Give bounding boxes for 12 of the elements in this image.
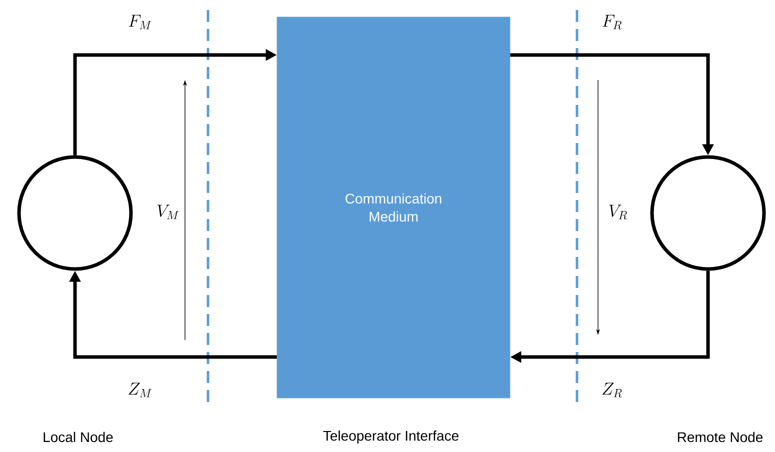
section-label: Local Node xyxy=(44,432,113,442)
circle-symbol xyxy=(17,155,133,271)
variable-label: $V_M$ xyxy=(156,204,180,220)
circle-symbol xyxy=(650,155,766,271)
section-label: Teleoperator Interface xyxy=(323,430,458,444)
section-label: Remote Node xyxy=(678,432,763,442)
process-box: Communication Medium xyxy=(276,16,510,398)
edge-label: $Z_M$ xyxy=(128,382,152,398)
variable-label: $V_R$ xyxy=(607,204,629,220)
edge-label: $F_R$ xyxy=(602,14,622,30)
edge-label: $F_M$ xyxy=(128,14,152,30)
edge-label: $Z_R$ xyxy=(602,382,622,398)
